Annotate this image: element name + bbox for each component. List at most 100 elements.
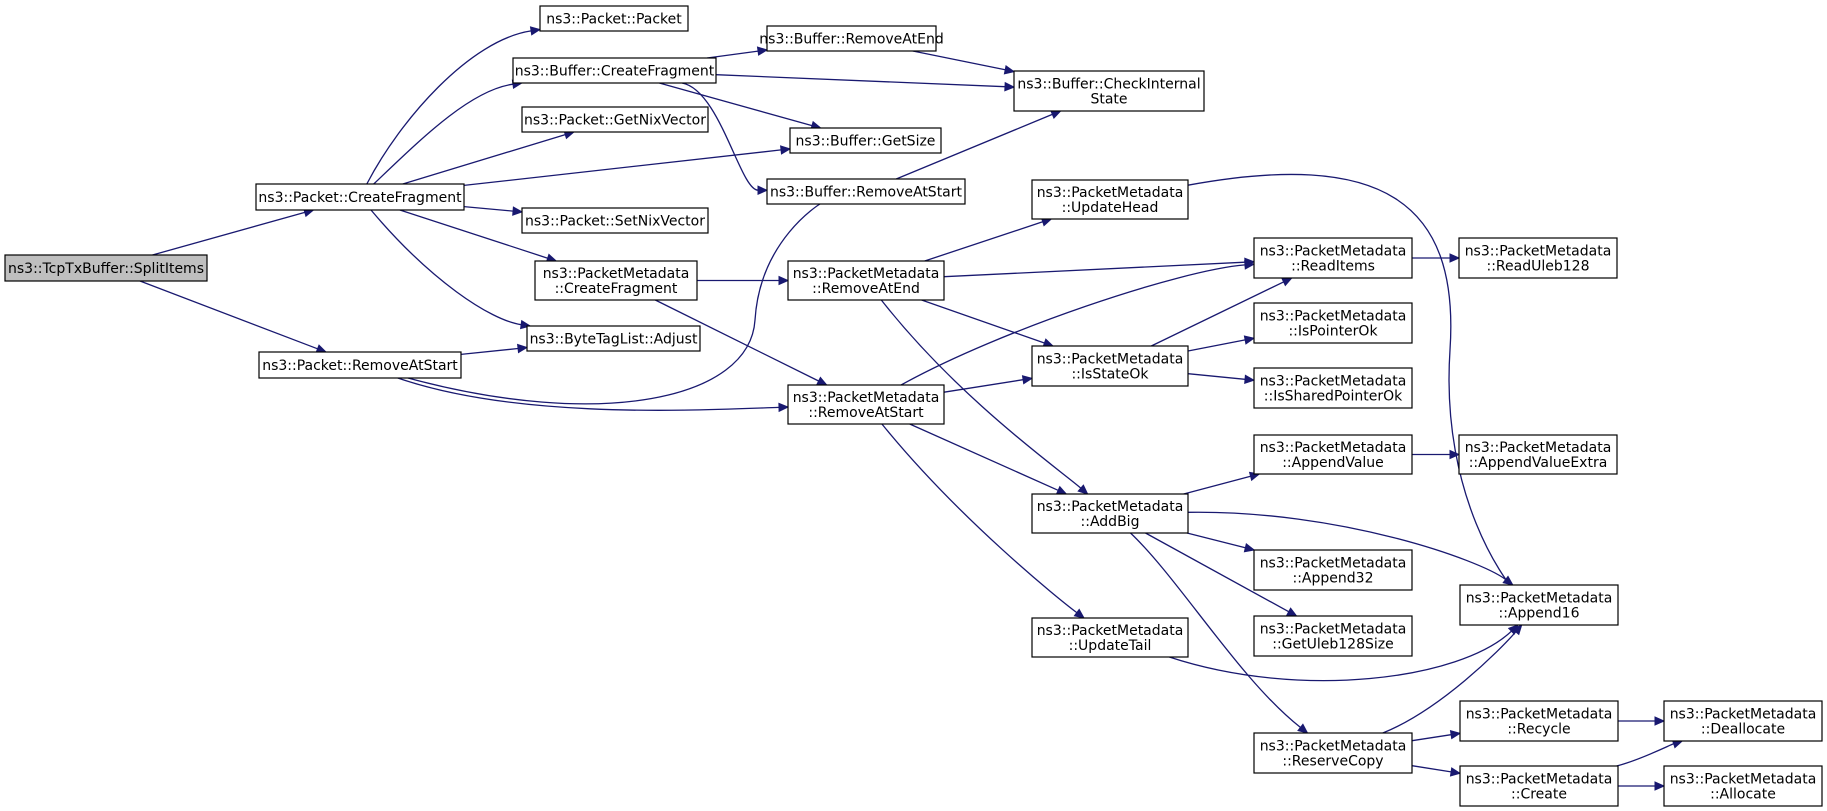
node-box [787, 384, 945, 425]
function-node-pm_appendvalue[interactable]: ns3::PacketMetadata::AppendValue [1253, 434, 1413, 475]
node-label: ::Create [1511, 787, 1567, 803]
function-node-pm_isstateok[interactable]: ns3::PacketMetadata::IsStateOk [1031, 345, 1189, 387]
node-label: ::Append16 [1499, 606, 1580, 622]
function-node-pkt_getnixvector[interactable]: ns3::Packet::GetNixVector [521, 106, 709, 133]
call-edge-pm_removeatend-to-pm_isstateok [921, 299, 1055, 348]
edge-arrowhead [1502, 575, 1514, 586]
edge-arrowhead [1243, 335, 1256, 345]
call-edge-pkt_createfragment-to-pkt_packet [366, 26, 542, 185]
function-node-pkt_packet[interactable]: ns3::Packet::Packet [539, 5, 689, 32]
edge-line [1187, 173, 1511, 586]
node-label: ns3::PacketMetadata [1466, 772, 1613, 788]
function-node-pm_addbig[interactable]: ns3::PacketMetadata::AddBig [1031, 493, 1189, 534]
edge-line [881, 423, 1078, 614]
node-box [534, 260, 698, 301]
node-label: ns3::Buffer::RemoveAtEnd [759, 32, 943, 48]
edge-line [715, 74, 1006, 88]
edge-arrowhead [1449, 767, 1462, 777]
function-node-pm_createfragment[interactable]: ns3::PacketMetadata::CreateFragment [534, 260, 698, 301]
node-box [521, 207, 709, 234]
edge-line [152, 211, 305, 256]
function-node-pm_appendvalueextra[interactable]: ns3::PacketMetadata::AppendValueExtra [1458, 434, 1618, 475]
edge-arrowhead [1449, 730, 1462, 740]
node-label: ::AppendValue [1282, 455, 1384, 471]
function-node-buf_getsize[interactable]: ns3::Buffer::GetSize [789, 127, 942, 154]
edge-line [1411, 734, 1452, 742]
function-node-pm_issharedpointerok[interactable]: ns3::PacketMetadata::IsSharedPointerOk [1253, 367, 1413, 409]
node-box [1031, 493, 1189, 534]
function-node-pm_deallocate[interactable]: ns3::PacketMetadata::Deallocate [1663, 700, 1823, 742]
node-box [1459, 700, 1619, 742]
call-edge-pkt_createfragment-to-btl_adjust [370, 209, 532, 330]
edge-arrowhead [1073, 608, 1085, 619]
node-label: ::AppendValueExtra [1469, 455, 1608, 471]
node-label: ns3::Packet::GetNixVector [524, 113, 706, 129]
function-node-buf_removeatstart[interactable]: ns3::Buffer::RemoveAtStart [766, 178, 966, 205]
edge-arrowhead [757, 185, 769, 195]
call-edge-pm_updatehead-to-pm_append16 [1187, 173, 1511, 586]
function-node-pm_readuleb128[interactable]: ns3::PacketMetadata::ReadUleb128 [1458, 237, 1618, 279]
function-node-buf_removeatend[interactable]: ns3::Buffer::RemoveAtEnd [759, 25, 944, 52]
node-label: ns3::Packet::Packet [546, 12, 682, 28]
edge-arrowhead [778, 402, 790, 413]
node-box [1253, 615, 1413, 657]
node-label: ns3::PacketMetadata [1037, 352, 1184, 368]
function-node-buf_createfragment[interactable]: ns3::Buffer::CreateFragment [512, 57, 717, 84]
edge-line [1187, 339, 1246, 352]
node-label: ::Recycle [1507, 722, 1570, 738]
node-label: ns3::PacketMetadata [1466, 591, 1613, 607]
node-box [1253, 549, 1413, 591]
function-node-btl_adjust[interactable]: ns3::ByteTagList::Adjust [526, 325, 701, 352]
node-box [526, 325, 701, 352]
call-edge-pm_reservecopy-to-pm_create [1411, 765, 1462, 777]
edge-line [900, 264, 1246, 386]
node-label: ns3::ByteTagList::Adjust [530, 332, 698, 348]
function-node-pm_updatetail[interactable]: ns3::PacketMetadata::UpdateTail [1031, 617, 1189, 658]
node-box [766, 25, 937, 52]
edge-arrowhead [1285, 607, 1298, 617]
function-node-pm_reservecopy[interactable]: ns3::PacketMetadata::ReserveCopy [1253, 732, 1413, 774]
node-label: ns3::Buffer::CreateFragment [515, 64, 715, 80]
function-node-pm_append32[interactable]: ns3::PacketMetadata::Append32 [1253, 549, 1413, 591]
edge-arrowhead [1243, 543, 1256, 553]
function-node-pm_readitems[interactable]: ns3::PacketMetadata::ReadItems [1253, 237, 1413, 279]
node-label: ::IsStateOk [1071, 367, 1149, 383]
call-edge-buf_createfragment-to-buf_removeatstart [681, 82, 769, 195]
function-node-pm_removeatend[interactable]: ns3::PacketMetadata::RemoveAtEnd [787, 260, 945, 301]
function-node-pm_create[interactable]: ns3::PacketMetadata::Create [1459, 765, 1619, 807]
edge-arrowhead [778, 275, 790, 286]
function-node-pm_allocate[interactable]: ns3::PacketMetadata::Allocate [1663, 765, 1823, 807]
node-label: ::RemoveAtEnd [812, 281, 920, 297]
node-box [1253, 732, 1413, 774]
edge-line [943, 379, 1024, 393]
edge-line [912, 50, 1006, 71]
function-node-pm_getuleb128size[interactable]: ns3::PacketMetadata::GetUleb128Size [1253, 615, 1413, 657]
call-edge-pm_appendvalue-to-pm_appendvalueextra [1412, 449, 1461, 460]
call-edge-pm_isstateok-to-pm_ispointerok [1187, 335, 1256, 352]
call-edge-pkt_createfragment-to-pkt_setnixvector [463, 205, 524, 216]
function-node-splititems[interactable]: ns3::TcpTxBuffer::SplitItems [4, 254, 208, 282]
call-edge-splititems-to-pkt_removeatstart [139, 280, 328, 354]
function-node-pm_updatehead[interactable]: ns3::PacketMetadata::UpdateHead [1031, 179, 1189, 220]
call-edge-pm_removeatstart-to-pm_updatetail [881, 423, 1085, 619]
edge-arrowhead [780, 145, 792, 155]
edge-line [370, 209, 522, 326]
call-edge-pm_reservecopy-to-pm_recycle [1411, 730, 1462, 742]
function-node-pm_ispointerok[interactable]: ns3::PacketMetadata::IsPointerOk [1253, 302, 1413, 344]
node-label: ns3::PacketMetadata [543, 266, 690, 282]
function-node-pkt_createfragment[interactable]: ns3::Packet::CreateFragment [255, 183, 465, 211]
edge-line [924, 221, 1043, 262]
function-node-pm_recycle[interactable]: ns3::PacketMetadata::Recycle [1459, 700, 1619, 742]
call-edge-pkt_removeatstart-to-btl_adjust [460, 343, 529, 356]
node-box [4, 254, 208, 282]
call-edge-splititems-to-pkt_createfragment [152, 207, 315, 256]
edge-line [1169, 630, 1512, 682]
node-label: State [1090, 92, 1127, 108]
function-node-pm_append16[interactable]: ns3::PacketMetadata::Append16 [1459, 584, 1619, 626]
function-node-pkt_setnixvector[interactable]: ns3::Packet::SetNixVector [521, 207, 709, 234]
edge-line [880, 299, 1082, 489]
function-node-pm_removeatstart[interactable]: ns3::PacketMetadata::RemoveAtStart [787, 384, 945, 425]
call-edge-buf_removeatend-to-buf_checkinternalstate [912, 50, 1016, 75]
function-node-pkt_removeatstart[interactable]: ns3::Packet::RemoveAtStart [258, 351, 462, 379]
